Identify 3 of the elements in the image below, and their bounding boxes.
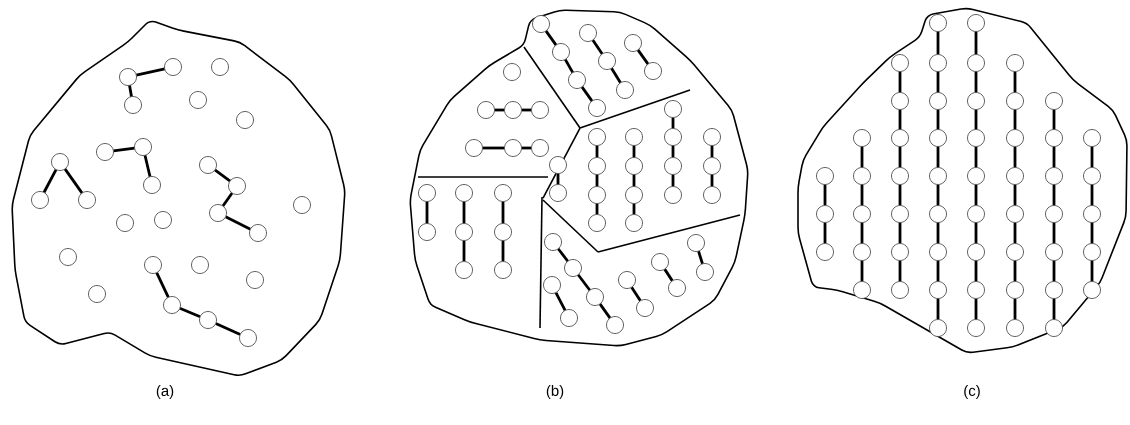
panel-label: (a) (156, 385, 174, 399)
panel-label: (b) (546, 385, 564, 399)
panel-label: (c) (964, 385, 980, 399)
